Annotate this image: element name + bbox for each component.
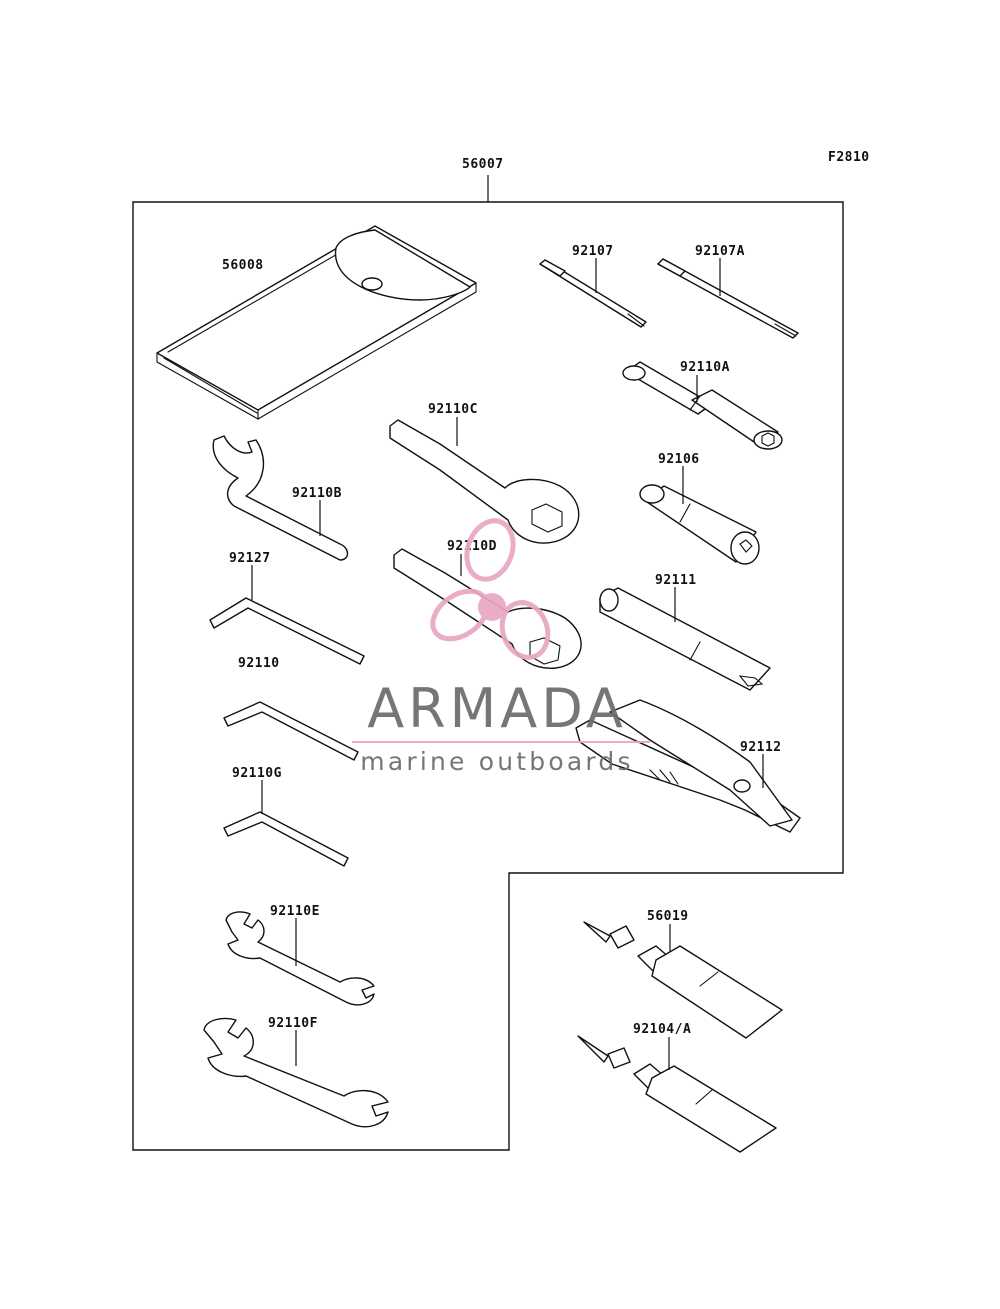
hook-spanner-icon [212,435,349,561]
watermark-brand: ARMADA [367,677,627,740]
label-92106: 92106 [658,452,700,467]
kit-frame [132,201,844,1151]
socket-adapter-icon [639,484,760,565]
label-92107: 92107 [572,244,614,259]
label-92110F: 92110F [268,1016,318,1031]
watermark: ARMADA marine outboards [352,518,650,776]
label-56019: 56019 [647,909,689,924]
label-92110G: 92110G [232,766,282,781]
hex-key-92110G-icon [223,811,349,867]
screwdriver-bit-a-icon [657,258,799,339]
open-wrench-e-icon [225,911,375,1006]
label-56007: 56007 [462,157,504,172]
label-92110: 92110 [238,656,280,671]
figure-code: F2810 [828,150,870,165]
label-92104A: 92104/A [633,1022,691,1037]
label-92110B: 92110B [292,486,342,501]
label-92127: 92127 [229,551,271,566]
label-92112: 92112 [740,740,782,755]
grease-tube-92104A-icon [577,1035,777,1153]
watermark-tagline: marine outboards [360,747,633,776]
label-92111: 92111 [655,573,697,588]
tool-pouch-icon [156,225,477,420]
propeller-logo [430,518,551,660]
hex-key-92127-icon [209,597,365,665]
pliers-icon [575,699,801,833]
label-92110A: 92110A [680,360,730,375]
ring-wrench-c-icon [389,419,580,544]
box-socket-icon [622,361,783,450]
open-wrench-f-icon [203,1017,389,1128]
label-56008: 56008 [222,258,264,273]
label-92107A: 92107A [695,244,745,259]
label-92110D: 92110D [447,539,497,554]
screwdriver-bit-icon [539,259,647,328]
grease-tube-56019-icon [583,921,783,1039]
label-92110E: 92110E [270,904,320,919]
hex-key-92110-icon [223,701,359,761]
tube-handle-icon [599,587,771,691]
label-92110C: 92110C [428,402,478,417]
